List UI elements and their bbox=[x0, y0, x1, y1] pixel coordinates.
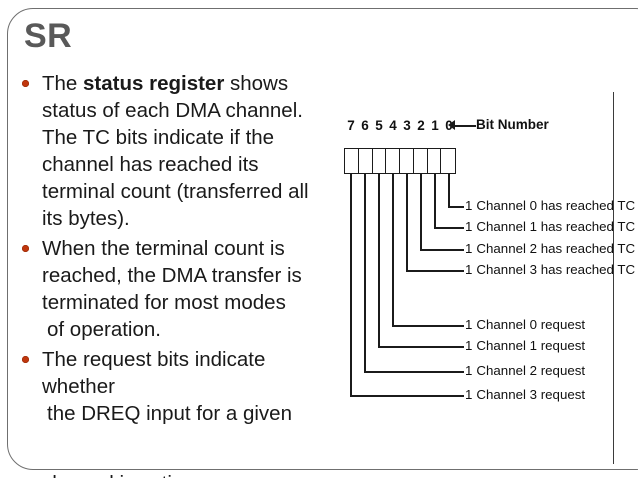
leader-v-bit6 bbox=[364, 174, 367, 373]
bit-number-caption: Bit Number bbox=[476, 117, 549, 132]
bit-number-4: 4 bbox=[389, 118, 397, 133]
bit-box-6 bbox=[359, 149, 373, 173]
bit-number-5: 5 bbox=[375, 118, 383, 133]
leader-v-bit1 bbox=[434, 174, 437, 229]
bit-number-arrow-line bbox=[452, 125, 476, 127]
bullet-text-line2: of operation. bbox=[47, 318, 161, 341]
bit-number-7: 7 bbox=[347, 118, 355, 133]
bullet-text-rest: shows status of each DMA channel. The TC… bbox=[42, 72, 309, 230]
bullet-text-line2: the DREQ input for a given bbox=[47, 402, 292, 425]
cut-off-text-line: channel is active bbox=[42, 470, 342, 478]
leader-h-bit3 bbox=[406, 270, 464, 273]
bit-box-2 bbox=[414, 149, 428, 173]
legend-value: 1 bbox=[465, 241, 473, 256]
legend-value: 1 bbox=[465, 338, 473, 353]
bit-box-5 bbox=[373, 149, 387, 173]
leader-h-bit6 bbox=[364, 371, 464, 374]
bit-box-4 bbox=[386, 149, 400, 173]
leader-v-bit0 bbox=[448, 174, 451, 208]
legend-text: Channel 3 has reached TC bbox=[476, 262, 636, 277]
leader-h-bit4 bbox=[392, 325, 464, 328]
legend-text: Channel 1 request bbox=[476, 338, 586, 353]
bit-number-row: 7 6 5 4 3 2 1 0 bbox=[344, 118, 456, 135]
bullet-dot-icon bbox=[22, 80, 29, 87]
legend-text: Channel 0 request bbox=[476, 317, 586, 332]
bullet-dot-icon bbox=[22, 356, 29, 363]
legend-value: 1 bbox=[465, 262, 473, 277]
bit-box-7 bbox=[345, 149, 359, 173]
list-item-request-bits: The request bits indicate whether the DR… bbox=[12, 346, 332, 427]
leader-h-bit1 bbox=[434, 227, 464, 230]
bullet-list: The status register shows status of each… bbox=[12, 70, 332, 430]
legend-text: Channel 2 has reached TC bbox=[476, 241, 636, 256]
leader-v-bit7 bbox=[350, 174, 353, 397]
legend-text: Channel 0 has reached TC bbox=[476, 198, 636, 213]
bullet-text-bold: status register bbox=[83, 72, 225, 95]
leader-h-bit0 bbox=[448, 206, 464, 209]
bit-number-arrow-icon bbox=[448, 120, 455, 130]
legend-text: Channel 3 request bbox=[476, 387, 586, 402]
bit-number-2: 2 bbox=[417, 118, 425, 133]
bit-box-1 bbox=[428, 149, 442, 173]
bit-number-1: 1 bbox=[431, 118, 439, 133]
bullet-text-line1: When the terminal count is reached, the … bbox=[42, 237, 302, 314]
leader-h-bit7 bbox=[350, 395, 464, 398]
legend-text: Channel 2 request bbox=[476, 363, 586, 378]
leader-h-bit5 bbox=[378, 346, 464, 349]
bit-box-3 bbox=[400, 149, 414, 173]
leader-v-bit5 bbox=[378, 174, 381, 348]
dma-status-register-bit-diagram: 7 6 5 4 3 2 1 0 Bit Number bbox=[320, 92, 635, 464]
bullet-text-line1: The request bits indicate whether bbox=[42, 348, 266, 398]
bit-number-3: 3 bbox=[403, 118, 411, 133]
legend-value: 1 bbox=[465, 317, 473, 332]
legend-value: 1 bbox=[465, 363, 473, 378]
list-item-status-register: The status register shows status of each… bbox=[12, 70, 332, 232]
leader-v-bit3 bbox=[406, 174, 409, 272]
bit-box-row bbox=[344, 148, 456, 174]
legend-value: 1 bbox=[465, 198, 473, 213]
page-title: SR bbox=[24, 17, 73, 55]
list-item-terminal-count: When the terminal count is reached, the … bbox=[12, 235, 332, 343]
bit-box-0 bbox=[441, 149, 455, 173]
legend-value: 1 bbox=[465, 219, 473, 234]
bullet-dot-icon bbox=[22, 245, 29, 252]
legend-value: 1 bbox=[465, 387, 473, 402]
leader-v-bit4 bbox=[392, 174, 395, 327]
leader-h-bit2 bbox=[420, 249, 464, 252]
legend-text: Channel 1 has reached TC bbox=[476, 219, 636, 234]
leader-v-bit2 bbox=[420, 174, 423, 251]
bullet-text-lead: The bbox=[42, 72, 84, 95]
bit-number-6: 6 bbox=[361, 118, 369, 133]
